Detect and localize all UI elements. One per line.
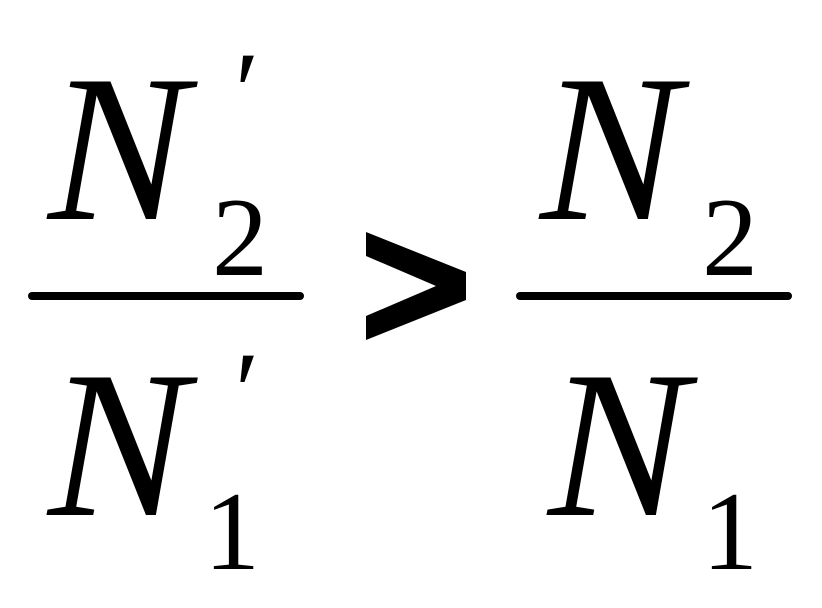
right-numerator-symbol: N <box>540 33 681 265</box>
left-numerator-symbol: N <box>48 33 189 265</box>
right-denominator-subscript: 1 <box>702 470 758 594</box>
operator-text: > <box>358 232 359 233</box>
right-numerator-subscript: 2 <box>702 176 758 300</box>
left-denominator-subscript: 1 <box>204 470 260 594</box>
left-numerator-prime: ′ <box>228 30 253 154</box>
left-denominator-prime: ′ <box>228 330 253 454</box>
right-denominator-symbol: N <box>548 329 689 561</box>
left-denominator-symbol: N <box>48 329 189 561</box>
greater-than-sign: > <box>358 232 466 340</box>
left-numerator-subscript: 2 <box>212 176 268 300</box>
right-fraction-bar <box>516 292 792 300</box>
left-fraction-bar <box>28 292 304 300</box>
